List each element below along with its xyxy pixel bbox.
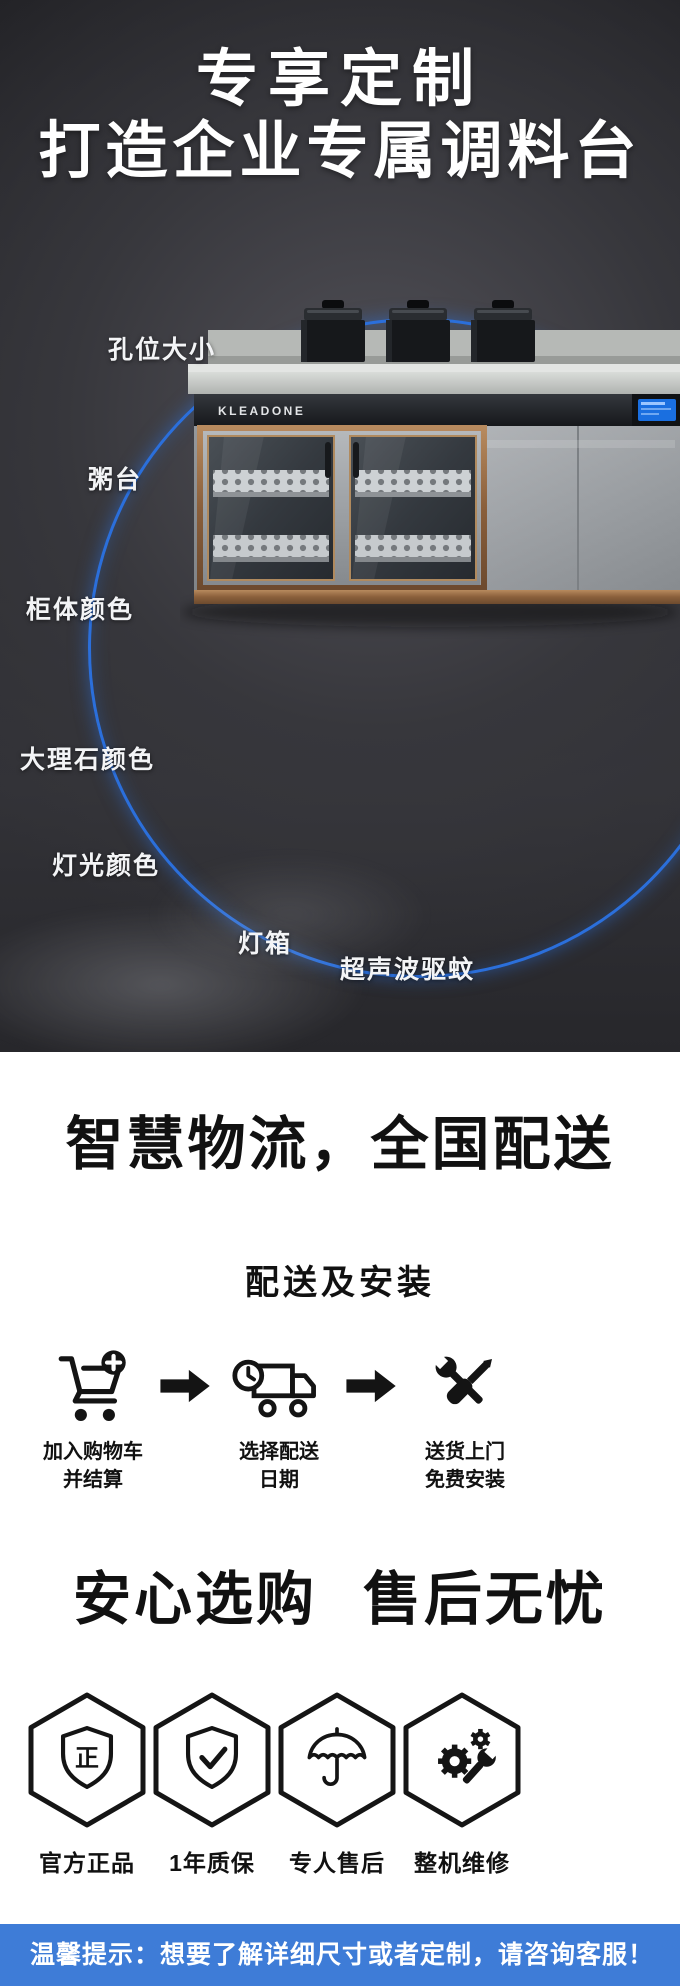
step-caption: 送货上门 免费安装 <box>425 1441 505 1491</box>
glass-door-left <box>207 435 335 581</box>
add-to-cart-icon <box>50 1340 136 1428</box>
guarantee-item-service: 专人售后 <box>278 1692 396 1878</box>
hexagon-badge: 正 <box>28 1692 146 1828</box>
feature-label-ultrasonic: 超声波驱蚊 <box>340 956 476 984</box>
step-install: 送货上门 免费安装 <box>398 1340 532 1494</box>
delivery-truck-clock-icon <box>231 1340 327 1428</box>
umbrella-icon <box>302 1723 372 1798</box>
step-caption: 选择配送 日期 <box>239 1441 319 1491</box>
hero-title-line2: 打造企业专属调料台 <box>38 116 642 186</box>
control-screen <box>632 394 680 426</box>
smoke-effect <box>150 855 430 975</box>
feature-label-hole-size: 孔位大小 <box>108 336 217 364</box>
step-add-to-cart: 加入购物车 并结算 <box>26 1340 160 1494</box>
glass-door-right <box>349 435 477 581</box>
feature-label-cabinet-color: 柜体颜色 <box>26 596 135 624</box>
step-delivery-date: 选择配送 日期 <box>212 1340 346 1494</box>
marble-counter <box>188 364 680 394</box>
guarantee-badges: 正 官方正品 1年质保 <box>28 1692 521 1878</box>
guarantee-item-genuine: 正 官方正品 <box>28 1692 146 1878</box>
aftersales-section: 安心选购 售后无忧 正 官方正品 <box>0 1494 680 1878</box>
guarantee-label: 专人售后 <box>289 1850 385 1876</box>
gear-wrench-icon <box>427 1723 499 1798</box>
aftersales-title: 安心选购 售后无忧 <box>72 1567 608 1632</box>
brand-logo: KLEADONE <box>218 404 305 418</box>
install-tools-icon <box>423 1340 507 1428</box>
guarantee-label: 整机维修 <box>414 1850 510 1876</box>
logistics-title: 智慧物流，全国配送 <box>65 1112 615 1177</box>
hexagon-badge <box>153 1692 271 1828</box>
product-image: KLEADONE <box>182 300 680 627</box>
hexagon-badge <box>403 1692 521 1828</box>
feature-label-light-color: 灯光颜色 <box>52 852 161 880</box>
logistics-subtitle: 配送及安装 <box>245 1264 435 1302</box>
arrow-right-icon <box>160 1368 212 1404</box>
guarantee-label: 官方正品 <box>39 1850 135 1876</box>
arrow-right-icon <box>346 1368 398 1404</box>
svg-text:正: 正 <box>75 1745 99 1772</box>
logistics-section: 智慧物流，全国配送 配送及安装 加入购物车 并结算 <box>0 1052 680 1494</box>
hero-section: KLEADONE <box>0 0 680 1052</box>
guarantee-label: 1年质保 <box>169 1850 255 1876</box>
step-caption: 加入购物车 并结算 <box>43 1441 143 1491</box>
condiment-bins <box>301 300 535 362</box>
feature-label-lightbox: 灯箱 <box>238 930 293 958</box>
delivery-steps: 加入购物车 并结算 选择配送 日期 <box>26 1340 546 1494</box>
hero-title-line1: 专享定制 <box>195 45 484 114</box>
shield-genuine-icon: 正 <box>52 1723 122 1798</box>
feature-label-porridge: 粥台 <box>88 466 143 494</box>
hero-title: 专享定制 打造企业专属调料台 <box>0 44 680 188</box>
hexagon-badge <box>278 1692 396 1828</box>
smoke-effect <box>0 905 370 1052</box>
shield-check-icon <box>177 1723 247 1798</box>
notice-bar: 温馨提示：想要了解详细尺寸或者定制，请咨询客服！ <box>0 1924 680 1986</box>
guarantee-item-warranty: 1年质保 <box>153 1692 271 1878</box>
feature-label-marble-color: 大理石颜色 <box>20 746 156 774</box>
guarantee-item-repair: 整机维修 <box>403 1692 521 1878</box>
